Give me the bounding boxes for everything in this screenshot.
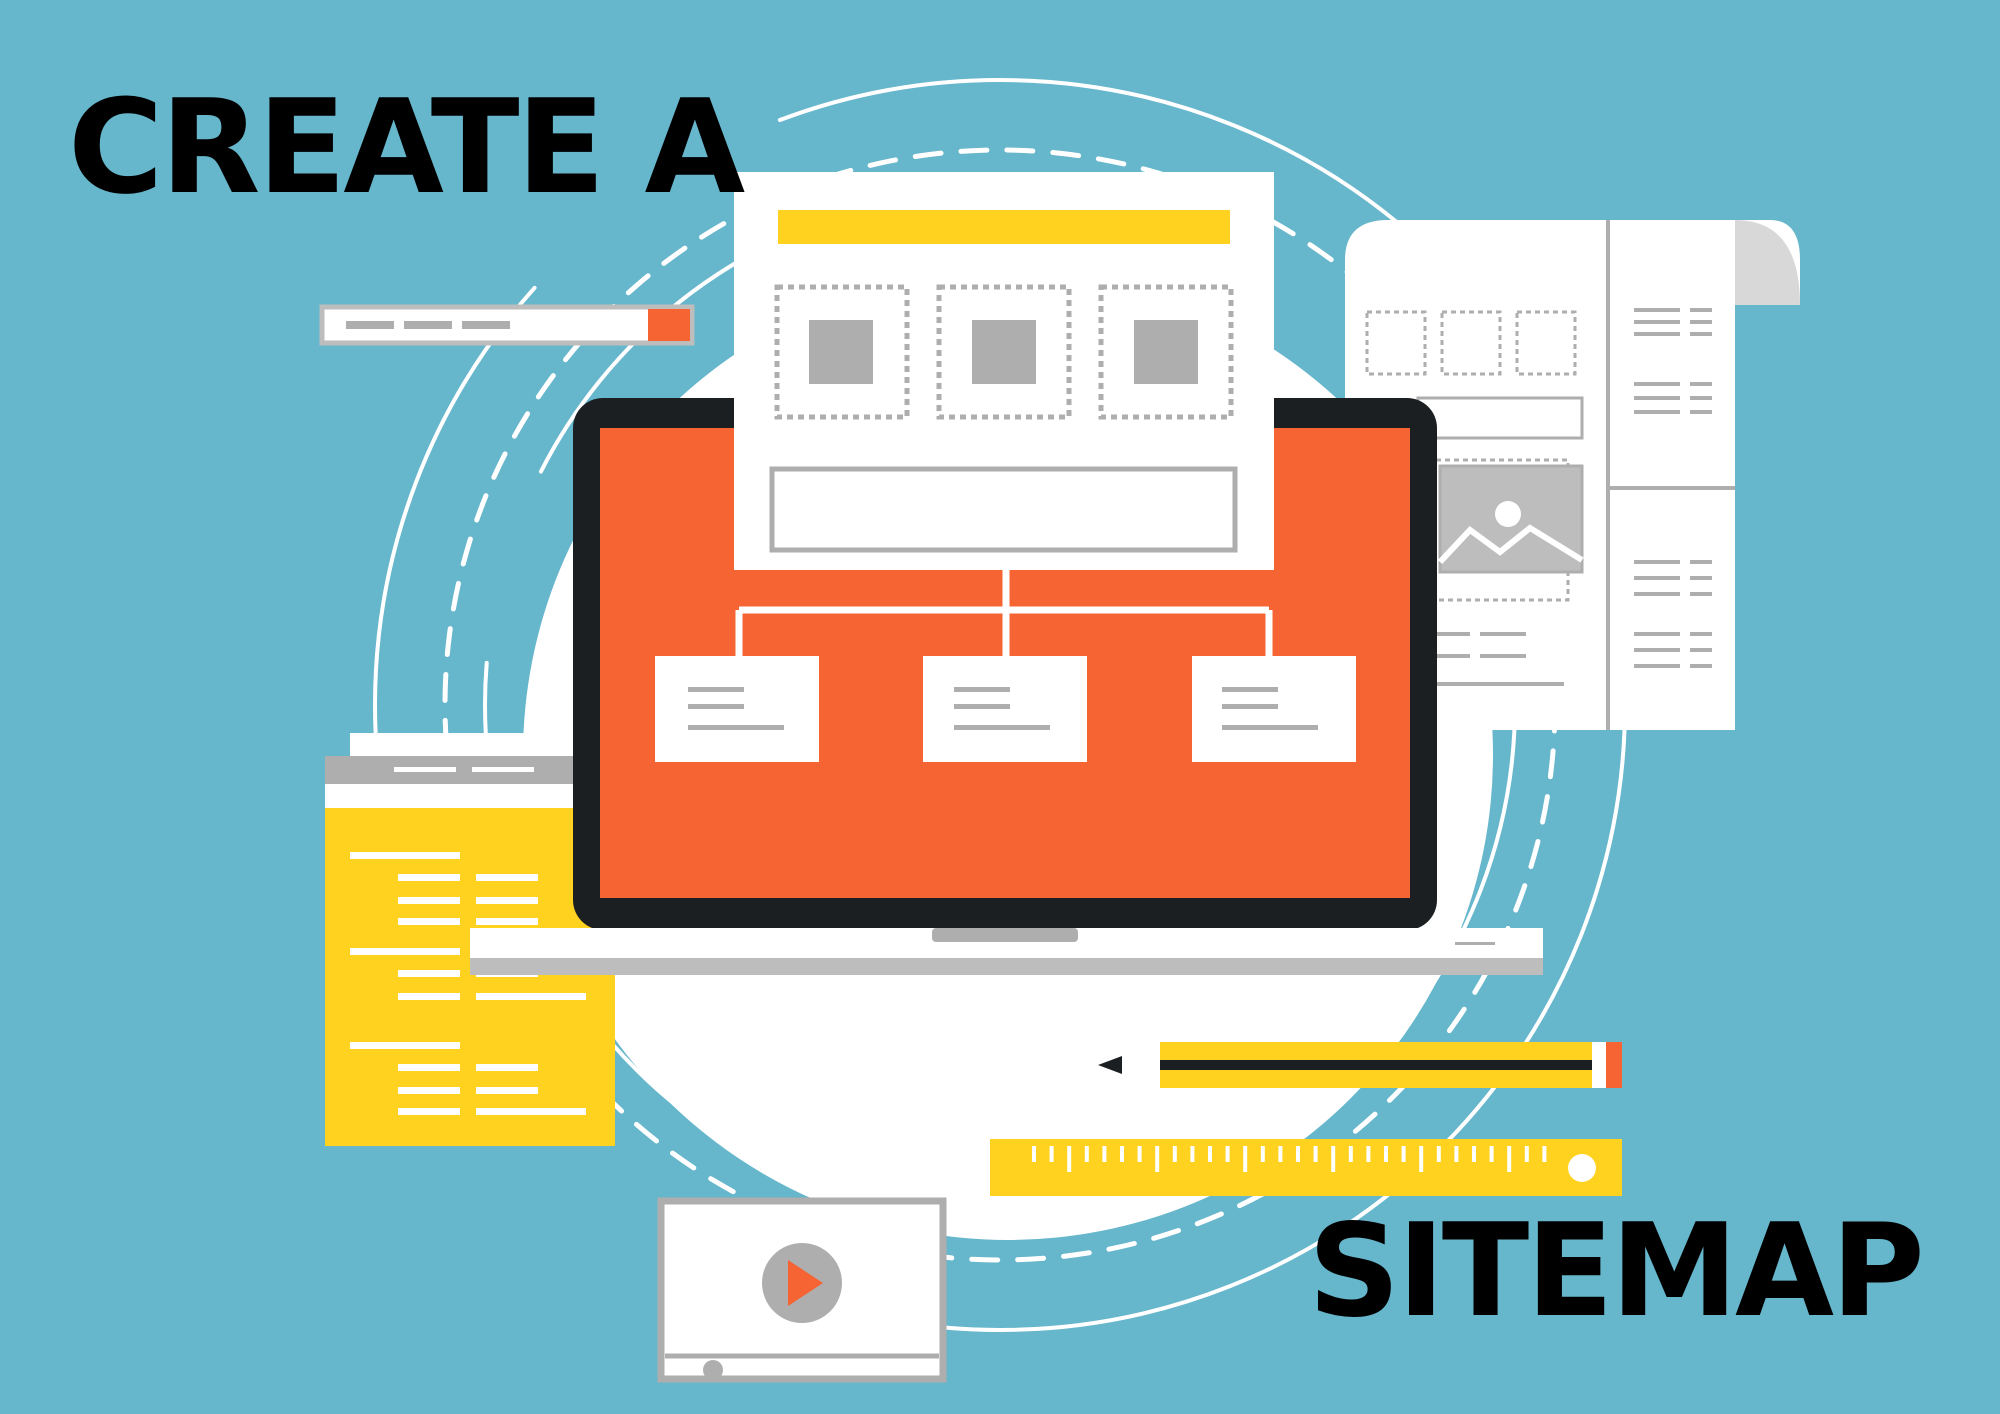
- ruler-tick: [1296, 1146, 1300, 1162]
- ruler-ticks: [1032, 1146, 1547, 1172]
- ruler-tick: [1225, 1146, 1230, 1162]
- headline-line-1: CREATE A: [68, 71, 745, 223]
- url-bar-icon: [319, 304, 695, 346]
- ruler-tick: [1419, 1146, 1424, 1172]
- ruler-tick: [1102, 1146, 1107, 1162]
- code-document-icon: [325, 733, 640, 1146]
- ruler-tick: [1243, 1146, 1248, 1172]
- ruler-tick: [1524, 1146, 1529, 1162]
- ruler-tick: [1436, 1146, 1441, 1162]
- ruler-tick: [1067, 1146, 1072, 1172]
- wireframe-page-icon: [734, 172, 1274, 570]
- ruler-tick: [1190, 1146, 1195, 1162]
- ruler-tick: [1084, 1146, 1089, 1162]
- ruler-tick: [1137, 1146, 1142, 1162]
- ruler-tick: [1507, 1146, 1512, 1172]
- sitemap-child-node: [1192, 656, 1356, 762]
- sitemap-tree-icon: [655, 565, 1356, 762]
- ruler-tick: [1384, 1146, 1388, 1162]
- ruler-tick: [1260, 1146, 1265, 1162]
- ruler-tick: [1489, 1146, 1494, 1162]
- ruler-tick: [1313, 1146, 1318, 1162]
- ruler-tick: [1542, 1146, 1547, 1162]
- sitemap-child-node: [655, 656, 819, 762]
- ruler-tick: [1454, 1146, 1459, 1162]
- ruler-tick: [1032, 1146, 1036, 1162]
- ruler-tick: [1366, 1146, 1371, 1162]
- ruler-tick: [1155, 1146, 1160, 1172]
- ruler-tick: [1401, 1146, 1406, 1162]
- pencil-icon: [1098, 1042, 1622, 1088]
- ruler-tick: [1172, 1146, 1177, 1162]
- ruler-icon: [990, 1139, 1622, 1196]
- ruler-tick: [1049, 1146, 1054, 1162]
- ruler-tick: [1208, 1146, 1212, 1162]
- play-button-icon: [762, 1243, 842, 1323]
- ruler-tick: [1120, 1146, 1124, 1162]
- headline-line-2: SITEMAP: [1308, 1197, 1925, 1346]
- ruler-tick: [1331, 1146, 1336, 1172]
- ruler-tick: [1348, 1146, 1353, 1162]
- video-player-icon: [657, 1197, 947, 1383]
- ruler-tick: [1278, 1146, 1283, 1162]
- image-placeholder-icon: [1437, 464, 1584, 574]
- sitemap-child-node: [923, 656, 1087, 762]
- ruler-tick: [1472, 1146, 1476, 1162]
